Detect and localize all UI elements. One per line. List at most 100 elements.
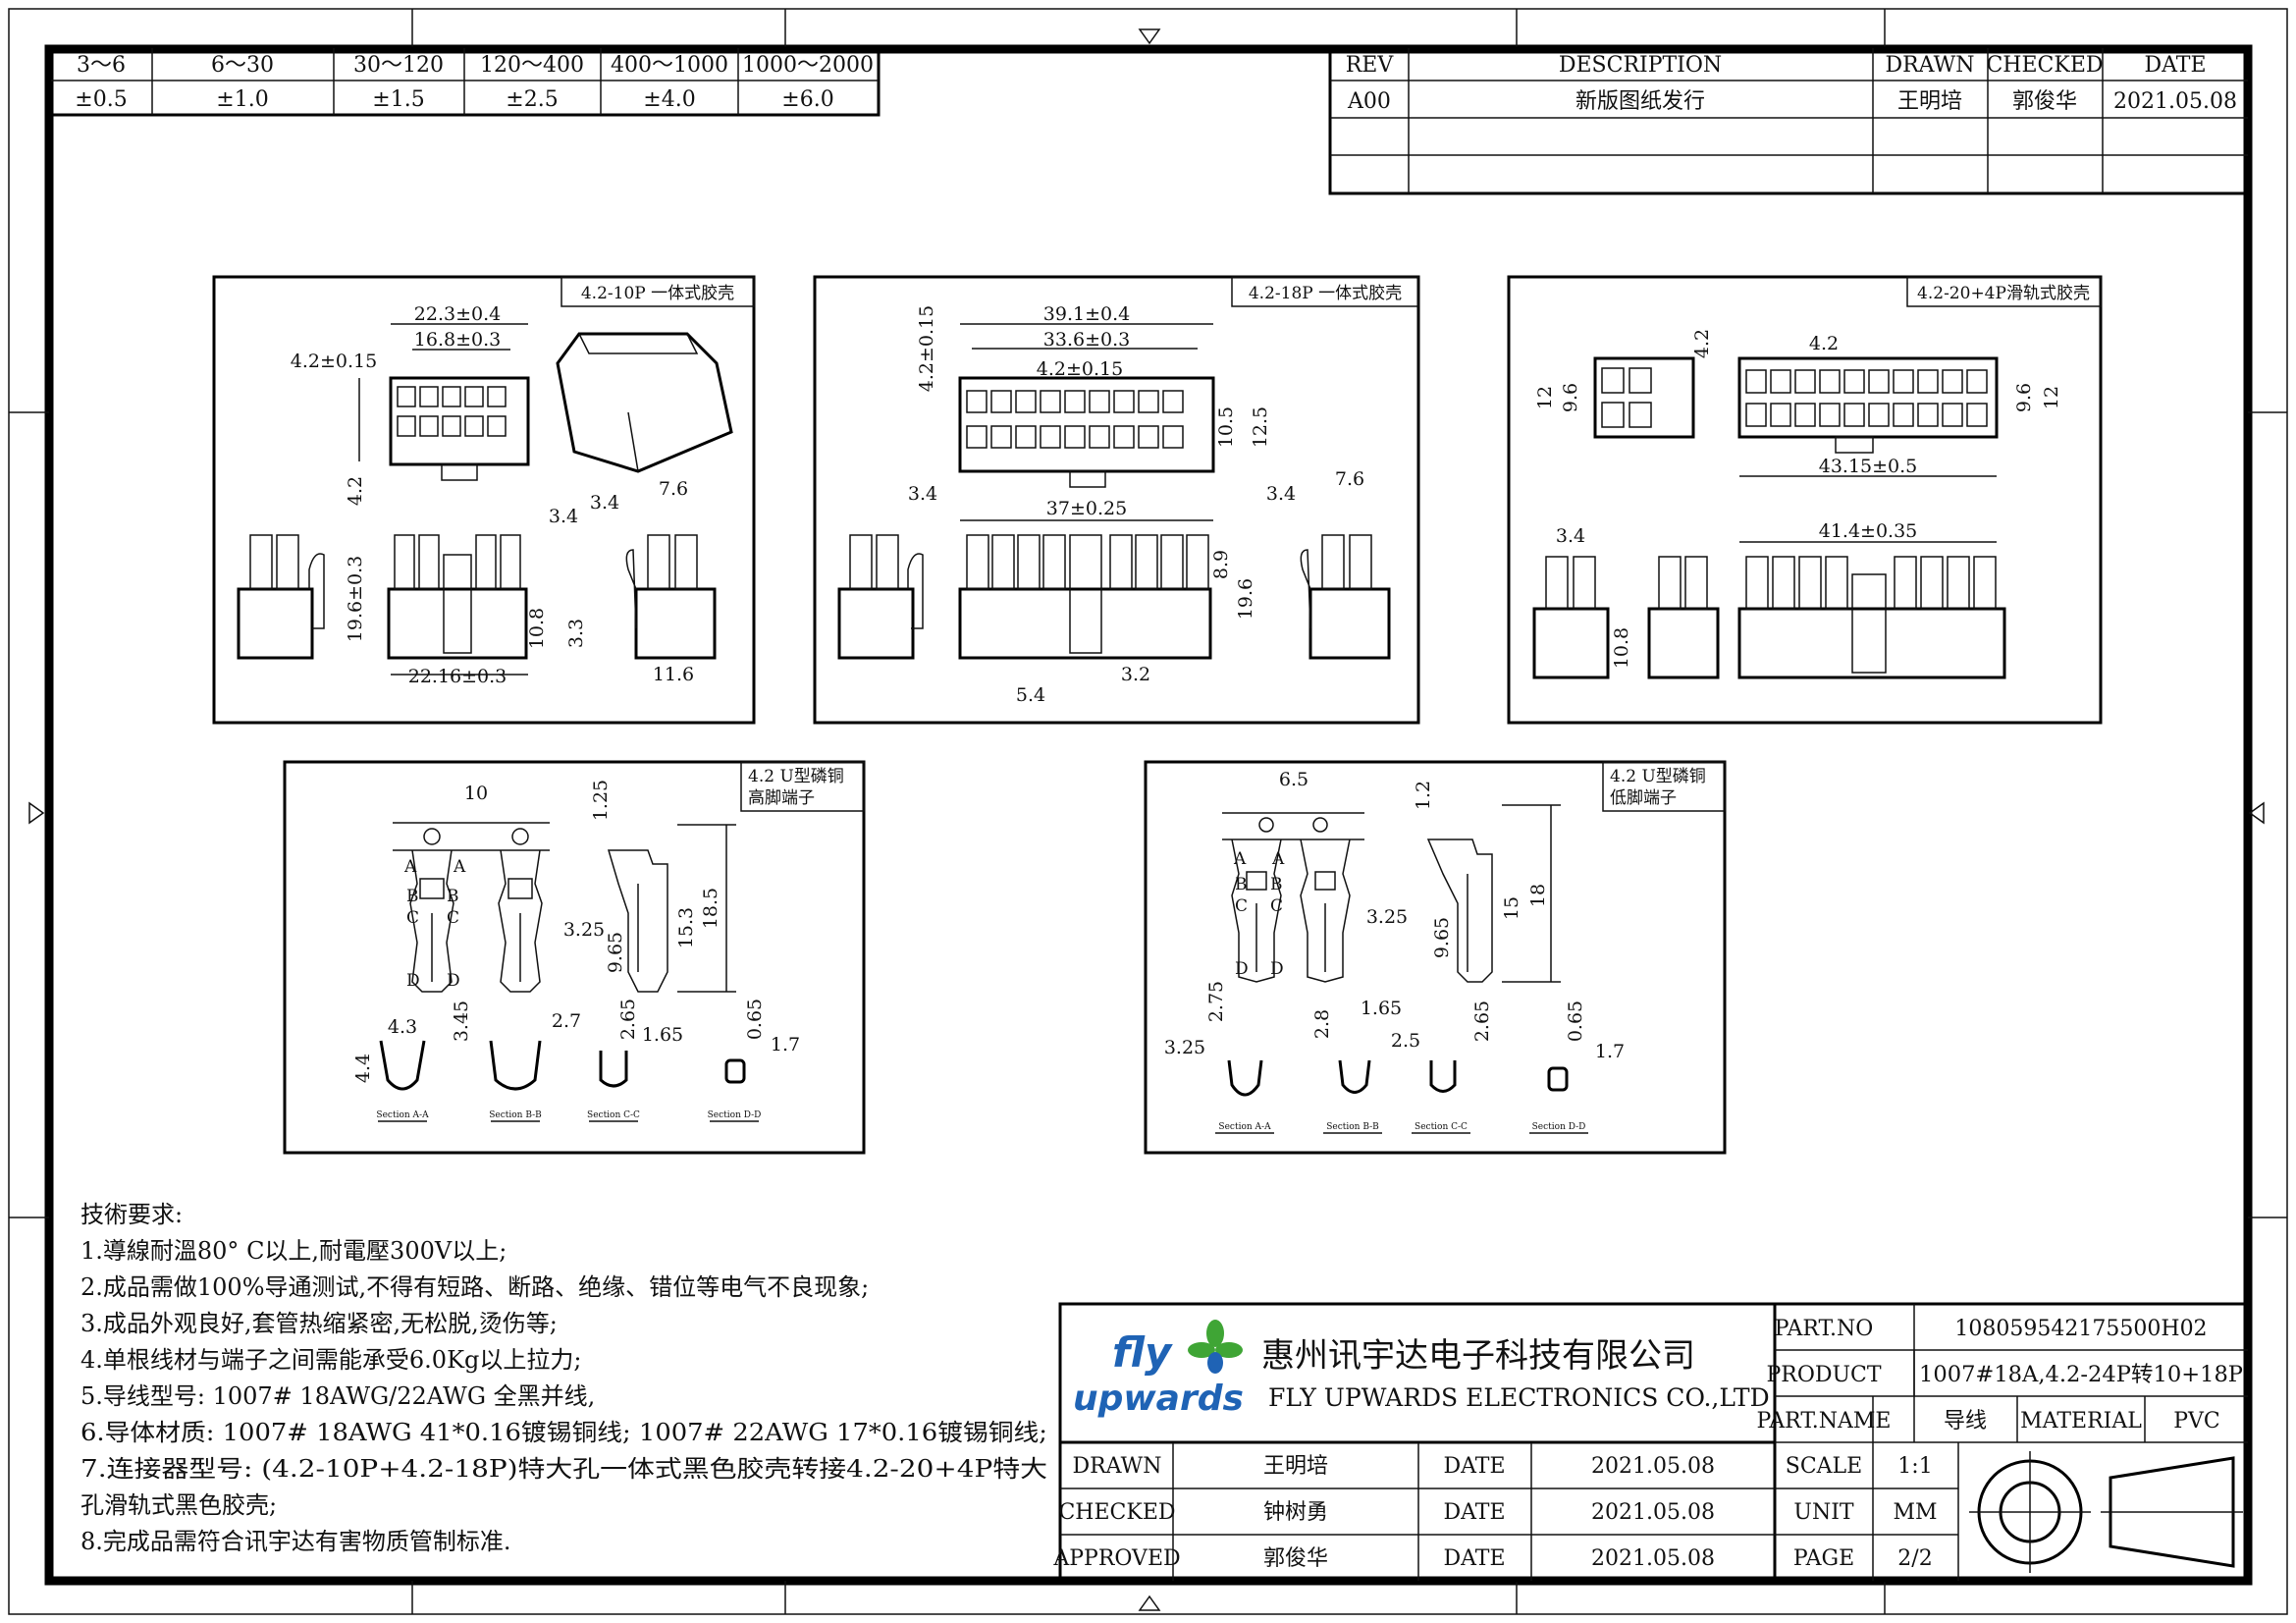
- view-18p: 4.2-18P 一体式胶壳 39.1±0.4 33.6±0.3: [813, 275, 1420, 725]
- notes-title: 技術要求:: [80, 1201, 183, 1228]
- material-label: MATERIAL: [2020, 1409, 2142, 1434]
- description-header: DESCRIPTION: [1559, 53, 1722, 78]
- term-low-letter-d1: D: [1235, 959, 1249, 979]
- drawn-name: 王明培: [1263, 1454, 1328, 1479]
- drawn-label: DRAWN: [1072, 1454, 1161, 1479]
- note-line-9: 8.完成品需符合讯宇达有害物质管制标准.: [80, 1528, 511, 1555]
- page-label: PAGE: [1793, 1546, 1854, 1571]
- view-24p-dim-base: 41.4±0.35: [1819, 520, 1918, 542]
- tol-value-6: ±6.0: [781, 87, 833, 112]
- view-18p-dim-width: 39.1±0.4: [1043, 303, 1130, 325]
- tol-range-5: 400～1000: [611, 53, 728, 78]
- term-low-section-b: Section B-B: [1326, 1122, 1379, 1132]
- term-high-letter-a2: A: [453, 857, 466, 877]
- drawn-header: DRAWN: [1885, 53, 1974, 78]
- term-high-section-d: Section D-D: [708, 1110, 762, 1120]
- term-low-dim-28: 2.8: [1311, 1009, 1333, 1039]
- view-10p-dim-pitch-span: 16.8±0.3: [414, 329, 501, 351]
- term-high-dim-43: 4.3: [388, 1016, 417, 1038]
- view-24p-cavities: [1745, 369, 1988, 427]
- view-10p-dim-76: 7.6: [659, 478, 688, 500]
- term-low-letter-a2: A: [1271, 849, 1285, 869]
- drawn-date: 2021.05.08: [1591, 1454, 1715, 1479]
- term-low-section-d: Section D-D: [1532, 1122, 1586, 1132]
- note-line-6: 6.导体材质: 1007# 18AWG 41*0.16镀锡铜线; 1007# 2…: [80, 1419, 1047, 1446]
- view-10p: 4.2-10P 一体式胶壳 22.3±0.4 16.8±0.: [212, 275, 756, 725]
- view-24p-dim-96-b: 9.6: [2013, 383, 2035, 412]
- view-18p-dim-105: 10.5: [1215, 406, 1237, 448]
- view-18p-caption: 4.2-18P 一体式胶壳: [1249, 284, 1402, 303]
- product-value: 1007#18A,4.2-24P转10+18P: [1919, 1363, 2243, 1387]
- drawn-date-label: DATE: [1443, 1454, 1505, 1479]
- view-18p-dim-base: 37±0.25: [1046, 498, 1127, 519]
- view-terminal-high: 4.2 U型磷铜 高脚端子 10 1.25 18.5 15.3 9.65 3.2…: [283, 760, 866, 1155]
- tolerance-table: 3～6 6～30 30～120 120～400 400～1000 1000～20…: [49, 46, 881, 117]
- view-24p-dim-12-a: 12: [1534, 386, 1556, 409]
- view-10p-dim-base: 22.16±0.3: [408, 666, 507, 687]
- view-terminal-low: 4.2 U型磷铜 低脚端子 6.5 1.2 18 15 9.65 3.25 A …: [1144, 760, 1727, 1155]
- term-low-dim-265: 2.65: [1471, 1001, 1493, 1042]
- drawn-value: 王明培: [1897, 89, 1962, 114]
- term-low-dim-065: 0.65: [1565, 1001, 1586, 1042]
- product-label: PRODUCT: [1766, 1363, 1881, 1387]
- term-low-dim-12: 1.2: [1413, 781, 1434, 810]
- center-arrow-right-icon: [2248, 801, 2265, 825]
- term-high-dim-165: 1.65: [642, 1024, 683, 1046]
- revision-table: REV DESCRIPTION DRAWN CHECKED DATE A00 新…: [1328, 46, 2250, 195]
- view-18p-dim-89: 8.9: [1210, 550, 1232, 579]
- rev-header: REV: [1346, 53, 1395, 78]
- term-high-dim-17: 1.7: [771, 1034, 800, 1055]
- view-10p-dim-34-a: 3.4: [549, 506, 578, 527]
- term-high-section-c: Section C-C: [587, 1110, 640, 1120]
- view-18p-dim-34-b: 3.4: [1266, 483, 1296, 505]
- company-name-en: FLY UPWARDS ELECTRONICS CO.,LTD: [1268, 1383, 1770, 1412]
- term-low-dim-65: 6.5: [1279, 769, 1308, 790]
- title-block: fly upwards 惠州讯宇达电子科技有限公司 FLY UPWARDS EL…: [1052, 1302, 2250, 1583]
- view-18p-dim-height: 19.6: [1235, 578, 1256, 620]
- term-low-dim-965: 9.65: [1431, 917, 1453, 958]
- term-low-letter-a1: A: [1233, 849, 1247, 869]
- term-high-dim-125: 1.25: [590, 780, 612, 821]
- date-header: DATE: [2144, 53, 2206, 78]
- logo-word-upwards: upwards: [1073, 1379, 1244, 1419]
- term-low-section-c: Section C-C: [1415, 1122, 1468, 1132]
- part-name-value: 导线: [1944, 1409, 1987, 1434]
- term-high-letter-c1: C: [406, 908, 419, 928]
- view-24p-dim-12-b: 12: [2041, 386, 2062, 409]
- term-high-letter-b1: B: [406, 887, 419, 906]
- part-no-label: PART.NO: [1775, 1317, 1874, 1341]
- view-24p-dim-96-a: 9.6: [1560, 383, 1581, 412]
- term-high-dim-10: 10: [464, 783, 488, 804]
- terminal-high-caption-1: 4.2 U型磷铜: [748, 767, 844, 786]
- view-18p-dim-pitch-span: 33.6±0.3: [1043, 329, 1130, 351]
- term-low-dim-325-a: 3.25: [1366, 906, 1408, 928]
- term-high-dim-065: 0.65: [744, 999, 766, 1040]
- view-10p-cavities: [397, 386, 507, 437]
- view-18p-dim-pitch: 4.2±0.15: [1037, 358, 1123, 380]
- view-18p-dim-32: 3.2: [1121, 664, 1150, 685]
- view-18p-cavities: [966, 390, 1184, 449]
- view-24p: 4.2-20+4P滑轨式胶壳 4.2 4.2 12: [1507, 275, 2103, 725]
- technical-notes: 技術要求: 1.導線耐溫80° C以上,耐電壓300V以上; 2.成品需做100…: [80, 1201, 1047, 1555]
- note-line-5: 5.导线型号: 1007# 18AWG/22AWG 全黑并线,: [80, 1382, 595, 1410]
- term-low-letter-c1: C: [1235, 896, 1248, 916]
- term-high-section-a: Section A-A: [376, 1110, 429, 1120]
- checked-date-label: DATE: [1443, 1500, 1505, 1525]
- view-24p-dim-108: 10.8: [1611, 627, 1632, 669]
- logo-word-fly: fly: [1112, 1328, 1173, 1377]
- term-high-dim-325: 3.25: [563, 919, 605, 941]
- term-low-dim-18: 18: [1527, 884, 1549, 907]
- leaf-icon: [1188, 1320, 1243, 1374]
- term-low-section-a: Section A-A: [1218, 1122, 1271, 1132]
- checked-header: CHECKED: [1986, 53, 2103, 78]
- company-logo: fly upwards: [1073, 1320, 1244, 1419]
- view-10p-dim-pitch: 4.2±0.15: [291, 351, 377, 372]
- approved-name: 郭俊华: [1263, 1546, 1328, 1571]
- term-high-letter-b2: B: [447, 887, 459, 906]
- term-high-dim-185: 18.5: [700, 888, 721, 929]
- view-18p-dim-76: 7.6: [1335, 468, 1364, 490]
- term-low-dim-15: 15: [1501, 896, 1522, 920]
- view-24p-caption: 4.2-20+4P滑轨式胶壳: [1917, 284, 2090, 303]
- part-name-label: PART.NAME: [1756, 1409, 1891, 1434]
